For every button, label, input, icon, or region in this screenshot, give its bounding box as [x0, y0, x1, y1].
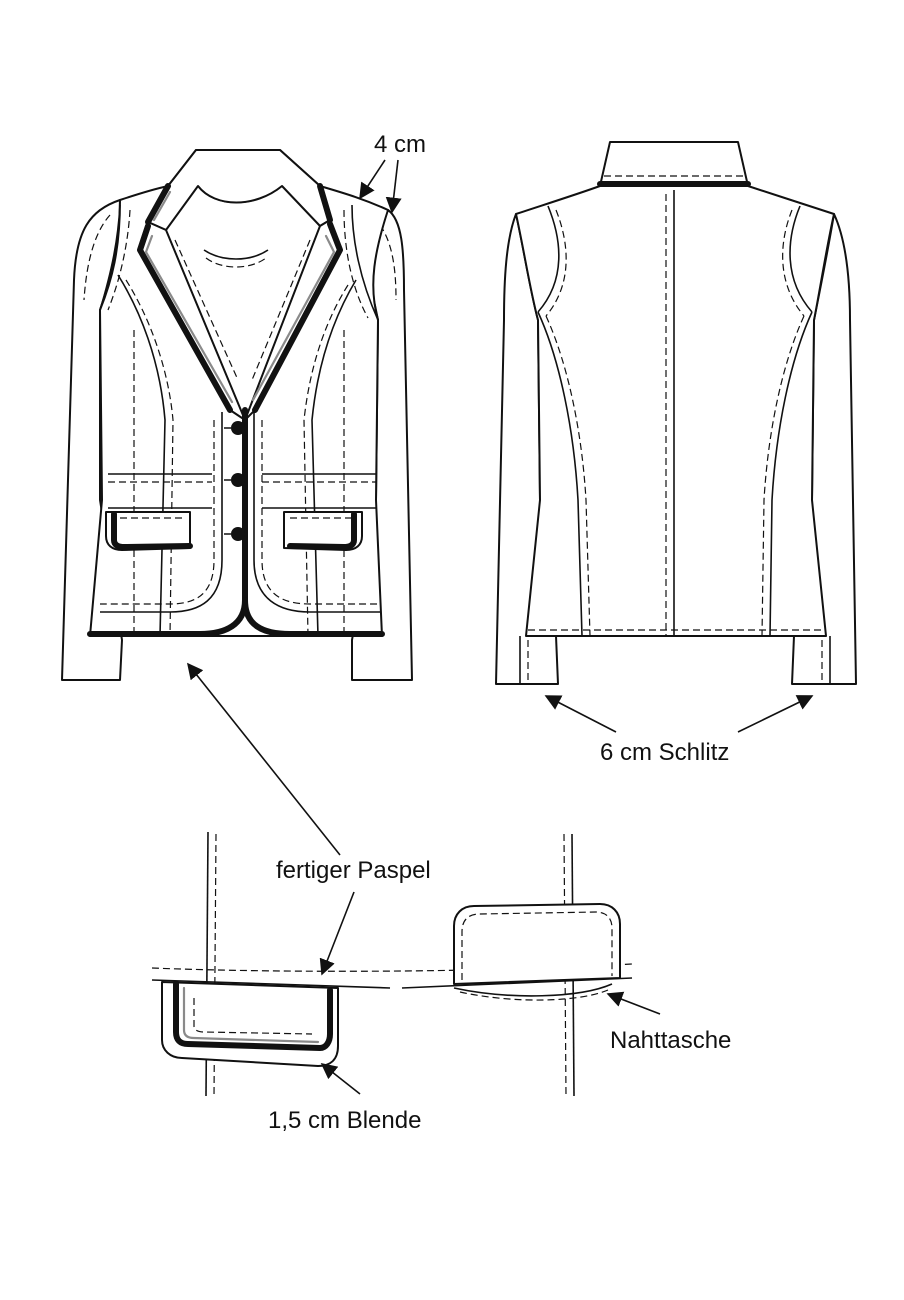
- collar-width-label: 4 cm: [374, 131, 426, 158]
- facing-label: 1,5 cm Blende: [268, 1107, 421, 1134]
- facing-callout: 1,5 cm Blende: [268, 1063, 421, 1134]
- jacket-front-view: [61, 149, 413, 681]
- collar-width-dimension: 4 cm: [359, 131, 426, 214]
- button-1: [231, 421, 245, 435]
- vent-label: 6 cm Schlitz: [600, 739, 729, 766]
- front-buttons: [224, 421, 245, 541]
- vent-dimension: 6 cm Schlitz: [544, 695, 814, 766]
- button-2: [231, 473, 245, 487]
- front-pocket-right: [283, 511, 363, 551]
- piping-callout: fertiger Paspel: [276, 857, 431, 976]
- jacket-back-view: [495, 141, 857, 685]
- front-pocket-left: [105, 511, 193, 551]
- detail-faced-pocket: [161, 981, 339, 1067]
- button-3: [231, 527, 245, 541]
- detail-seam-pocket: [453, 903, 621, 1001]
- front-lapels: [137, 219, 343, 421]
- pocket-detail-view: [151, 831, 633, 1097]
- front-opening: [87, 407, 385, 637]
- back-body: [515, 141, 835, 637]
- front-body: [89, 149, 389, 637]
- seam-pocket-callout: Nahttasche: [606, 991, 731, 1054]
- piping-label: fertiger Paspel: [276, 857, 431, 884]
- front-collar: [145, 149, 333, 231]
- seam-pocket-label: Nahttasche: [610, 1027, 731, 1054]
- detail-reference-arrow: [187, 662, 341, 856]
